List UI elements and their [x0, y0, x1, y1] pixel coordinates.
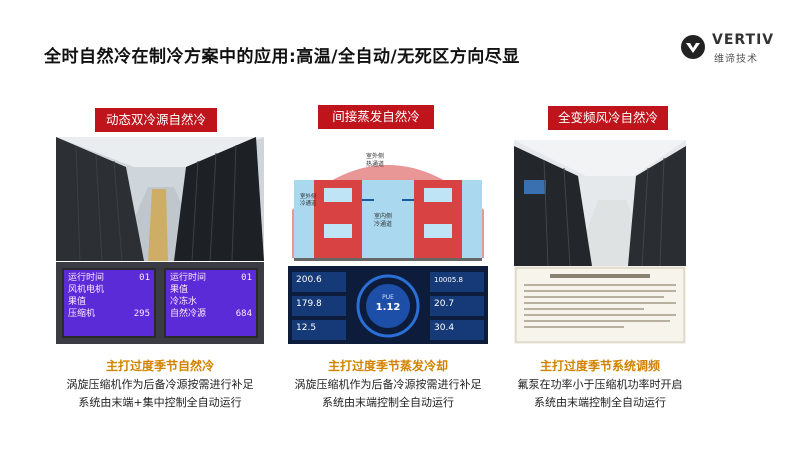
vertiv-logo-icon — [681, 35, 705, 59]
metric-value: 20.7 — [434, 299, 455, 309]
screen-text: 压缩机 — [68, 309, 96, 319]
airflow-diagram-svg: 室外侧 热通道 室外侧 冷通道 室内侧 冷通道 — [292, 152, 484, 261]
brand-name: VERTIV — [712, 32, 775, 48]
screen-text: 运行时间 — [68, 273, 105, 283]
diagram-top-label: 室外侧 — [366, 152, 384, 160]
datacenter-aisle-image — [56, 137, 264, 261]
diagram-center-label: 室内侧 — [374, 212, 392, 220]
pue-value: 1.12 — [375, 302, 401, 313]
screen-text: 风机电机 — [68, 285, 105, 295]
screen-text: 冷冻水 — [170, 297, 198, 307]
monitoring-dashboard: 200.6 179.8 12.5 10005.8 20.7 30.4 PUE 1… — [288, 266, 488, 344]
panel-1-caption-line: 系统由末端+集中控制全自动运行 — [78, 396, 242, 409]
panel-1-caption-line: 涡旋压缩机作为后备冷源按需进行补足 — [66, 378, 254, 391]
screen-number: 01 — [139, 273, 150, 283]
screen-text: 果值 — [170, 285, 189, 295]
server-room-photo — [514, 140, 686, 266]
diagram-left-label: 冷通道 — [300, 199, 317, 207]
panel-1-caption-title: 主打过度季节自然冷 — [105, 359, 214, 373]
screen-text: 自然冷源 — [170, 309, 207, 319]
panel-3-caption-line: 氟泵在功率小于压缩机功率时开启 — [517, 378, 683, 391]
vertiv-logo: VERTIV 维谛技术 — [680, 30, 780, 70]
metric-value: 179.8 — [296, 299, 322, 309]
certificate-image — [515, 267, 685, 343]
page-title: 全时自然冷在制冷方案中的应用:高温/全自动/无死区方向尽显 — [44, 47, 520, 67]
metric-value: 200.6 — [296, 275, 322, 285]
controller-screen-left: 运行时间 01 风机电机 果值 压缩机 295 — [62, 268, 156, 338]
datacenter-aisle-photo — [56, 137, 264, 261]
panel-2-caption-line: 涡旋压缩机作为后备冷源按需进行补足 — [294, 378, 482, 391]
panel-1-label: 动态双冷源自然冷 — [95, 108, 217, 132]
controller-screens: 运行时间 01 风机电机 果值 压缩机 295 运行时间 01 果值 冷冻水 自… — [56, 262, 264, 344]
certificate-document — [514, 266, 686, 344]
panel-2-caption-title: 主打过度季节蒸发冷却 — [327, 359, 448, 373]
panel-3-caption-line: 系统由末端控制全自动运行 — [534, 396, 666, 409]
metric-value: 12.5 — [296, 323, 317, 333]
diagram-center-label: 冷通道 — [374, 220, 392, 228]
controller-screen-right: 运行时间 01 果值 冷冻水 自然冷源 684 — [164, 268, 258, 338]
screen-text: 运行时间 — [170, 273, 207, 283]
metric-value: 10005.8 — [434, 276, 463, 284]
airflow-diagram: 室外侧 热通道 室外侧 冷通道 室内侧 冷通道 — [288, 140, 488, 262]
pue-label: PUE — [382, 294, 394, 301]
panel-2-caption-line: 系统由末端控制全自动运行 — [322, 396, 454, 409]
diagram-top-label: 热通道 — [366, 160, 384, 168]
metric-value: 30.4 — [434, 323, 455, 333]
diagram-left-label: 室外侧 — [300, 192, 317, 200]
panel-2-label: 间接蒸发自然冷 — [318, 105, 434, 129]
screen-value: 684 — [235, 309, 252, 319]
brand-name-cn: 维谛技术 — [714, 54, 758, 65]
screen-value: 295 — [133, 309, 150, 319]
dashboard-svg — [288, 266, 488, 344]
screen-number: 01 — [241, 273, 252, 283]
panel-3-label: 全变频风冷自然冷 — [548, 106, 668, 130]
panel-3-caption-title: 主打过度季节系统调频 — [539, 359, 660, 373]
screen-text: 果值 — [68, 297, 87, 307]
server-room-image — [514, 140, 686, 266]
